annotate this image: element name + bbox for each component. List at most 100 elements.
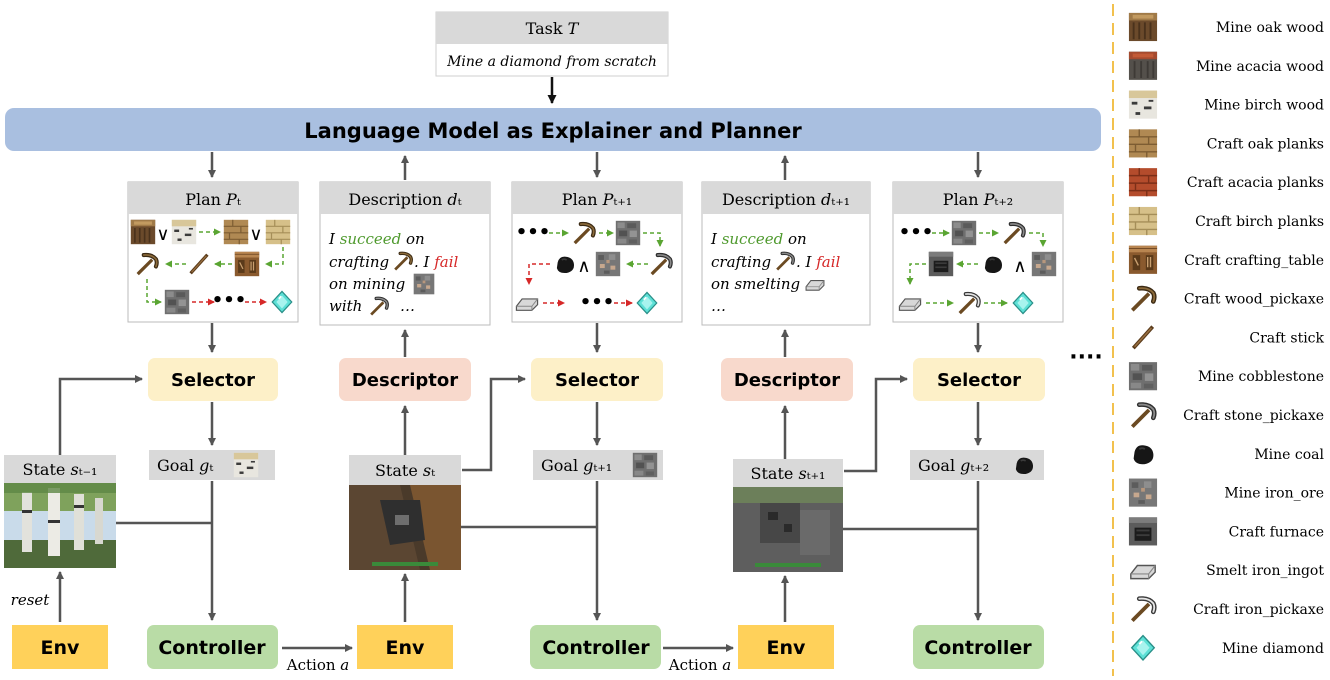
legend-label: Mine iron_ore	[1224, 486, 1324, 502]
crafting-table-icon	[234, 251, 260, 277]
legend-item: Craft stick	[1132, 326, 1325, 349]
cobblestone-icon	[615, 220, 641, 246]
description-box-t: Description 𝑑ₜ I succeed on crafting . I…	[319, 181, 491, 326]
iron-ingot-icon	[1130, 564, 1156, 580]
cobblestone-icon	[632, 452, 658, 478]
env-1: Env	[12, 625, 108, 669]
description-header-t1: Description 𝑑ₜ₊₁	[722, 190, 850, 209]
state-label: State 𝑠ₜ₊₁	[751, 464, 826, 483]
legend-label: Mine cobblestone	[1198, 369, 1324, 385]
legend-label: Smelt iron_ingot	[1206, 563, 1324, 579]
description-line-3: on mining	[329, 275, 405, 293]
description-line-3: on smelting	[711, 275, 800, 293]
acacia-planks-icon	[1128, 167, 1158, 197]
acacia-log-icon	[1128, 50, 1158, 81]
goal-t1: Goal 𝑔ₜ₊₁	[533, 450, 663, 480]
legend-label: Craft crafting_table	[1184, 253, 1324, 269]
env-label: Env	[767, 637, 807, 659]
cobblestone-icon	[951, 220, 977, 246]
goal-t2: Goal 𝑔ₜ₊₂	[910, 450, 1044, 480]
furnace-icon	[928, 251, 954, 277]
description-header-t: Description 𝑑ₜ	[348, 190, 461, 209]
legend-item: Craft wood_pickaxe	[1134, 288, 1324, 309]
legend-label: Craft oak planks	[1207, 136, 1324, 152]
selector-t1: Selector	[531, 358, 663, 401]
legend-item: Mine birch wood	[1128, 90, 1324, 119]
action-label-2: Action 𝑎	[668, 656, 731, 674]
llm-arrows	[208, 152, 982, 180]
selector-label: Selector	[171, 370, 255, 391]
legend-label: Mine coal	[1254, 447, 1324, 463]
stone-pickaxe-icon	[1134, 405, 1155, 426]
diamond-icon	[1130, 634, 1156, 661]
ellipsis: •••	[212, 290, 247, 311]
action-label-1: Action 𝑎	[286, 656, 349, 674]
plan-header-t2: Plan 𝑃ₜ₊₂	[943, 190, 1013, 209]
plan-box-t2: Plan 𝑃ₜ₊₂ ••• ∧	[892, 181, 1064, 323]
descriptor-label: Descriptor	[734, 370, 840, 391]
iron-ore-icon	[595, 251, 621, 277]
birch-log-icon	[233, 452, 259, 478]
oak-log-icon	[130, 219, 156, 245]
legend-item: Smelt iron_ingot	[1130, 563, 1324, 580]
descriptor-label: Descriptor	[352, 370, 458, 391]
llm-bar-label: Language Model as Explainer and Planner	[304, 119, 802, 143]
cobblestone-icon	[164, 289, 190, 315]
cobblestone-icon	[1128, 362, 1158, 391]
selector-goal-arrows	[208, 402, 982, 446]
legend-label: Mine acacia wood	[1196, 59, 1324, 75]
legend-item: Craft acacia planks	[1128, 167, 1324, 197]
controller-label: Controller	[924, 637, 1032, 659]
legend-item: Mine acacia wood	[1128, 50, 1324, 81]
forest-screenshot	[4, 483, 116, 568]
and-symbol: ∧	[1013, 256, 1026, 277]
legend-item: Mine oak wood	[1128, 12, 1324, 42]
legend-label: Mine birch wood	[1204, 98, 1324, 114]
stone-screenshot	[733, 487, 843, 572]
state-label: State 𝑠ₜ₋₁	[23, 460, 98, 479]
llm-bar: Language Model as Explainer and Planner	[5, 108, 1101, 151]
or-symbol: ∨	[249, 224, 262, 245]
coal-icon	[556, 255, 575, 274]
iron-ore-icon	[1031, 251, 1057, 277]
stick-icon	[1132, 326, 1154, 349]
oak-log-icon	[1128, 12, 1158, 42]
state-t: State 𝑠ₜ	[349, 455, 461, 570]
legend-label: Craft stone_pickaxe	[1183, 408, 1324, 424]
plan-box-t: Plan 𝑃ₜ ∨ ∨ •••	[127, 181, 299, 323]
legend-item: Craft birch planks	[1128, 206, 1324, 236]
legend-item: Craft furnace	[1128, 517, 1324, 546]
legend-item: Mine cobblestone	[1128, 362, 1324, 391]
legend-label: Craft birch planks	[1195, 214, 1324, 230]
flow-lines	[56, 375, 982, 652]
task-body: Mine a diamond from scratch	[446, 54, 657, 70]
reset-label: reset	[11, 591, 51, 609]
task-header: Task 𝑇	[526, 19, 580, 38]
goal-t: Goal 𝑔ₜ	[149, 450, 275, 480]
legend-item: Craft stone_pickaxe	[1134, 405, 1324, 426]
legend-label: Craft furnace	[1229, 524, 1324, 540]
env-label: Env	[386, 637, 426, 659]
selector-label: Selector	[937, 370, 1021, 391]
descriptor-t: Descriptor	[339, 358, 471, 401]
legend-item: Craft oak planks	[1128, 128, 1324, 159]
plan-box-t1: Plan 𝑃ₜ₊₁ ••• ∧ •••	[511, 181, 683, 323]
description-line-4a: …	[711, 297, 726, 315]
env-3: Env	[738, 625, 834, 669]
description-line-2: crafting	[329, 253, 389, 271]
box-module-arrows	[208, 323, 982, 357]
legend-label: Craft acacia planks	[1187, 175, 1324, 191]
coal-icon	[1132, 444, 1155, 466]
crafting-table-icon	[1128, 245, 1158, 275]
coal-icon	[1015, 456, 1034, 475]
goal-label: Goal 𝑔ₜ₊₁	[541, 456, 612, 475]
iron-pickaxe-icon	[1134, 599, 1155, 620]
birch-log-icon	[171, 219, 197, 245]
goal-label: Goal 𝑔ₜ₊₂	[918, 456, 989, 475]
selector-t: Selector	[148, 358, 278, 401]
description-line-2b: . I fail	[414, 253, 459, 271]
env-label: Env	[41, 637, 81, 659]
env-2: Env	[357, 625, 453, 669]
description-line-4a: with	[329, 297, 362, 315]
